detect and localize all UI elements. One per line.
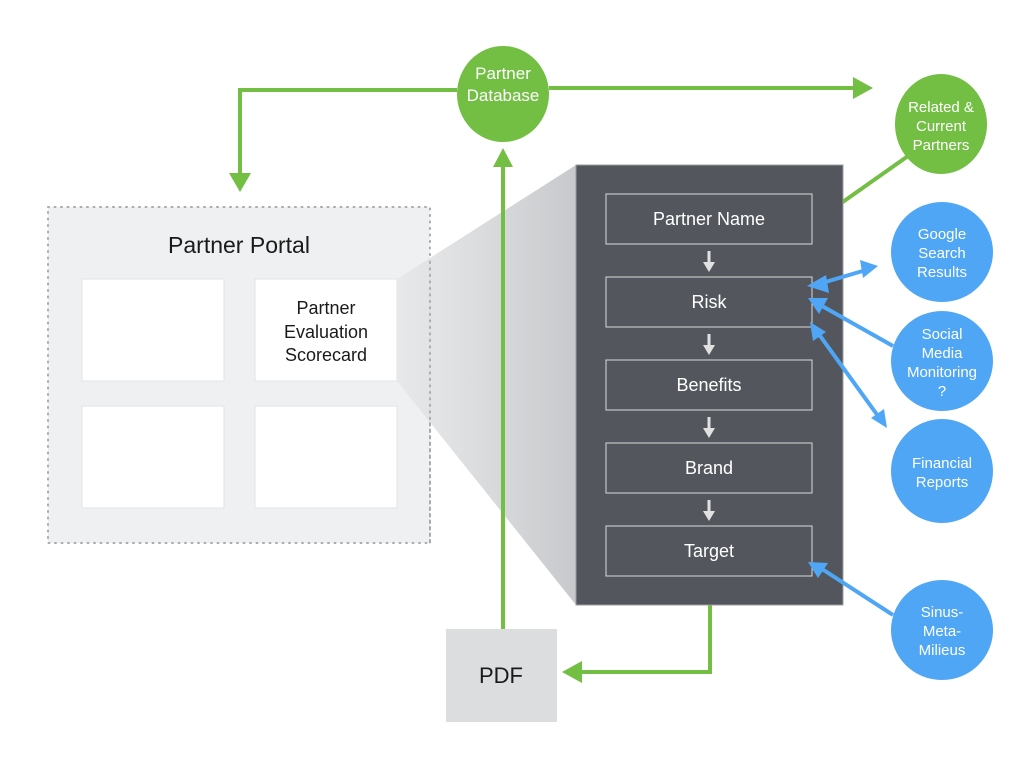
scorecard-tile-line-1: Partner [296, 298, 355, 318]
social-line-3: Monitoring [907, 364, 977, 381]
database-line-1: Partner [475, 64, 531, 83]
financial-line-1: Financial [912, 455, 972, 472]
financial-line-2: Reports [916, 474, 969, 491]
node-sinus-milieus[interactable]: Sinus- Meta- Milieus [891, 580, 993, 680]
partner-portal: Partner Portal Partner Evaluation Scorec… [47, 206, 431, 544]
social-line-4: ? [938, 383, 946, 400]
related-line-3: Partners [913, 137, 970, 154]
step-label-target: Target [684, 541, 734, 561]
zoom-projection [397, 165, 576, 605]
edge-social-risk [821, 304, 894, 348]
arrowhead-icon [807, 275, 829, 293]
arrowhead-icon [871, 409, 887, 428]
arrowhead-icon [808, 562, 828, 578]
arrowhead-icon [860, 260, 878, 278]
node-social-media[interactable]: Social Media Monitoring ? [891, 311, 993, 411]
portal-tile-1[interactable] [81, 278, 225, 382]
sinus-line-3: Milieus [919, 642, 966, 659]
arrow-down-icon [703, 428, 715, 438]
pdf-box[interactable] [446, 629, 557, 722]
edge-financial-risk [816, 331, 880, 418]
scorecard-tile-line-3: Scorecard [285, 345, 367, 365]
step-box-brand[interactable] [605, 442, 813, 494]
node-partner-database[interactable]: Partner Database [457, 46, 549, 142]
portal-title: Partner Portal [168, 232, 310, 258]
social-line-2: Media [922, 345, 964, 362]
google-line-3: Results [917, 264, 967, 281]
step-label-benefits: Benefits [676, 375, 741, 395]
arrowhead-left-icon [562, 661, 582, 683]
google-line-2: Search [918, 245, 966, 262]
portal-tile-4[interactable] [254, 405, 398, 509]
scorecard-panel-bg [575, 164, 844, 606]
step-label-brand: Brand [685, 458, 733, 478]
blue-connectors [807, 260, 895, 617]
sinus-line-2: Meta- [923, 623, 961, 640]
related-line-1: Related & [908, 99, 974, 116]
pdf-label: PDF [479, 663, 523, 688]
sinus-line-1: Sinus- [921, 604, 964, 621]
step-label-partner-name: Partner Name [653, 209, 765, 229]
node-financial-reports[interactable]: Financial Reports [891, 419, 993, 523]
arrowhead-down-icon [229, 173, 251, 192]
arrow-down-icon [703, 345, 715, 355]
arrowhead-icon [808, 298, 828, 314]
portal-tile-3[interactable] [81, 405, 225, 509]
arrow-down-icon [703, 262, 715, 272]
arrowhead-right-icon [853, 77, 873, 99]
node-pdf[interactable]: PDF [446, 629, 557, 722]
node-related-partners[interactable]: Related & Current Partners [895, 74, 987, 174]
edge-sinus-target [820, 567, 895, 617]
step-label-risk: Risk [692, 292, 728, 312]
edge-database-to-portal [238, 88, 457, 175]
google-line-1: Google [918, 226, 966, 243]
related-line-2: Current [916, 118, 967, 135]
arrow-down-icon [703, 511, 715, 521]
step-box-target[interactable] [605, 525, 813, 577]
portal-tile-scorecard[interactable] [254, 278, 398, 382]
social-line-1: Social [922, 326, 963, 343]
arrowhead-up-icon [493, 148, 513, 167]
edge-scorecard-to-pdf [580, 605, 712, 674]
step-box-benefits[interactable] [605, 359, 813, 411]
arrowhead-icon [810, 322, 826, 341]
database-line-2: Database [467, 86, 540, 105]
step-box-partner-name[interactable] [605, 193, 813, 245]
scorecard-tile-line-2: Evaluation [284, 322, 368, 342]
node-google-search[interactable]: Google Search Results [891, 202, 993, 302]
edge-google-risk [821, 268, 867, 285]
